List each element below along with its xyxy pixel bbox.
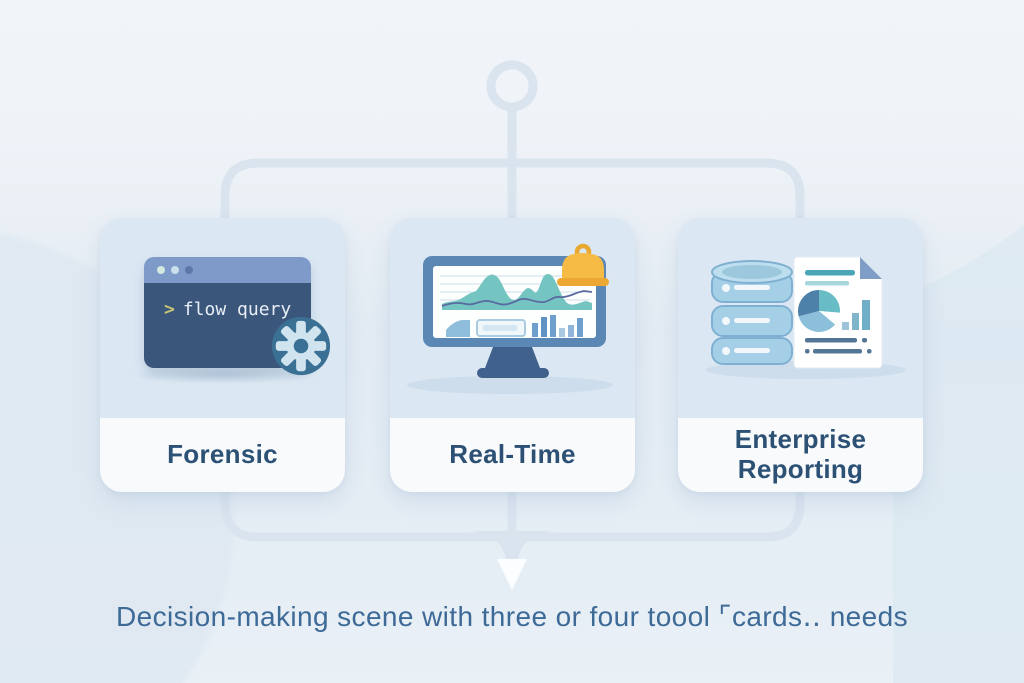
mini-area-shape [446,320,470,337]
window-dot-icon [157,266,165,274]
tool-card-enterprise-reporting[interactable]: Enterprise Reporting [678,218,923,492]
report-document-icon [793,256,883,369]
forensic-card-art: > flow query [100,218,345,418]
circle-connector-node-icon [486,60,538,112]
tool-card-real-time[interactable]: Real-Time [390,218,635,492]
caption-text: Decision-making scene with three or four… [116,601,908,632]
tool-card-forensic[interactable]: > flow query Forensic [100,218,345,492]
card-label-real-time: Real-Time [390,418,635,492]
alert-bell-icon [557,243,609,286]
page-fold [860,257,882,279]
enterprise-reporting-card-art [678,218,923,418]
trend-line-shape [441,290,593,307]
bar-chart-icon [842,300,870,330]
terminal-command-text: flow query [182,299,292,320]
card-label-forensic: Forensic [100,418,345,492]
area-chart-shape [442,274,592,310]
terminal-shadow [128,366,318,384]
terminal-prompt: > [164,299,175,320]
database-report-icon [706,256,906,379]
database-icon [711,260,793,365]
terminal-titlebar [144,257,311,283]
window-dot-icon [171,266,179,274]
pie-chart-icon [797,290,840,333]
monitor-shadow [407,376,613,394]
window-dot-icon [185,266,193,274]
down-arrow-icon [497,559,527,590]
monitor-dashboard-icon [407,243,613,394]
mini-bar-chart-shape [532,315,583,337]
real-time-card-art [390,218,635,418]
gear-icon [271,316,331,376]
card-label-enterprise-reporting: Enterprise Reporting [678,418,923,492]
document-text-lines [805,338,872,354]
